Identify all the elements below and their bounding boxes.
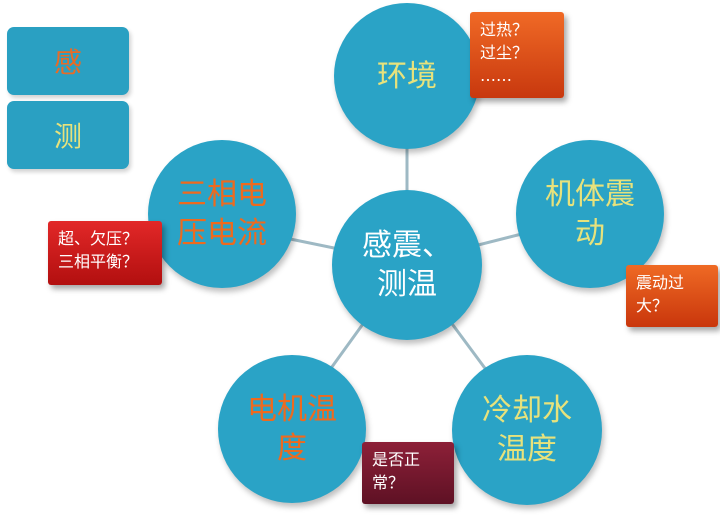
side-tag-sense-label: 感 [53, 46, 82, 79]
node-three-phase-line-1: 三相电 [177, 177, 267, 212]
node-center-line-1: 感震、 [362, 228, 452, 263]
node-center-line-2: 测温 [377, 267, 437, 302]
callout-motor-temp: 是否正 常？ [362, 442, 454, 504]
node-motor-temp-line-1: 电机温 [247, 392, 337, 427]
callout-three-phase-line-1: 超、欠压？ [58, 229, 139, 248]
callout-vibration-line-2: 大？ [636, 296, 669, 316]
node-coolant-temp-line-1: 冷却水 [482, 393, 572, 428]
callout-environment-line-1: 过热？ [480, 20, 529, 39]
callout-motor-temp-line-1: 是否正 [372, 450, 421, 469]
node-motor-temp-line-2: 度 [277, 431, 307, 466]
side-tag-measure: 测 [7, 101, 129, 169]
callout-vibration-line-1: 震动过 [636, 273, 685, 292]
side-tag-sense: 感 [7, 27, 129, 95]
node-vibration: 机体震 动 [516, 140, 664, 288]
node-vibration-line-2: 动 [575, 216, 605, 251]
side-tag-measure-label: 测 [53, 120, 82, 153]
node-vibration-line-1: 机体震 [545, 177, 635, 212]
node-motor-temp: 电机温 度 [218, 355, 366, 503]
callout-environment-line-3: …… [480, 66, 512, 86]
callout-environment-line-2: 过尘？ [480, 43, 529, 63]
callout-three-phase-line-2: 三相平衡？ [58, 252, 139, 272]
callout-motor-temp-line-2: 常？ [372, 473, 405, 493]
node-coolant-temp: 冷却水 温度 [452, 355, 602, 505]
node-environment: 环境 [334, 3, 480, 149]
callout-environment: 过热？ 过尘？ …… [470, 12, 564, 98]
callout-three-phase: 超、欠压？ 三相平衡？ [48, 221, 162, 285]
node-three-phase: 三相电 压电流 [148, 140, 296, 288]
node-center: 感震、 测温 [332, 190, 482, 340]
callout-vibration: 震动过 大？ [626, 265, 718, 327]
node-three-phase-line-2: 压电流 [177, 216, 267, 251]
node-coolant-temp-line-2: 温度 [497, 432, 557, 467]
node-environment-line-1: 环境 [377, 58, 437, 94]
